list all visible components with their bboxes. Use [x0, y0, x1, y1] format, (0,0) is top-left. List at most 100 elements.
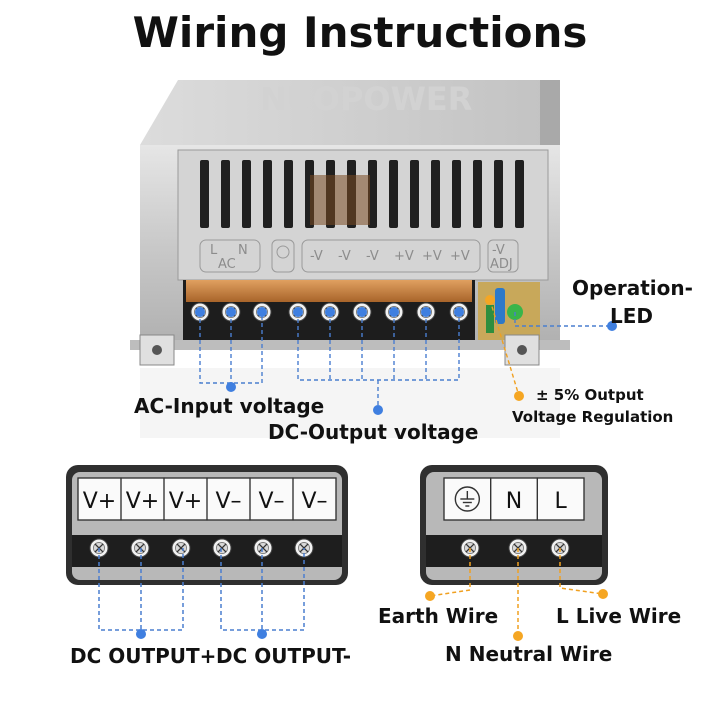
- dot-ac-label: [226, 382, 236, 392]
- dc-terminal-label: V+: [126, 489, 159, 514]
- dc-terminal-screw: [253, 538, 273, 558]
- vent-slot: [221, 160, 230, 228]
- dot-led-label: [607, 321, 617, 331]
- earth-wire-label: Earth Wire: [378, 604, 499, 628]
- foot-screw-left: [152, 345, 162, 355]
- silk-ground-icon: [276, 245, 290, 259]
- inner-coil: [310, 175, 370, 225]
- vent-slot: [452, 160, 461, 228]
- power-supply-unit: NUOPOWER L N AC -V -V -V +V +V +V -V ADJ: [130, 80, 570, 438]
- silk-dc-box: [301, 239, 481, 273]
- dc-plus-bracket: [98, 548, 184, 631]
- vent-slot: [410, 160, 419, 228]
- foot-screw-right: [517, 345, 527, 355]
- dot-dc-3: [357, 307, 367, 317]
- vent-slot: [515, 160, 524, 228]
- silk-n: N: [238, 243, 248, 258]
- dc-terminal-label: V+: [169, 489, 202, 514]
- dot-dc-5: [421, 307, 431, 317]
- dot-dc-1: [293, 307, 303, 317]
- dc-terminal-cells: V+ V+ V+ V– V– V–: [77, 477, 337, 521]
- vent-slot: [494, 160, 503, 228]
- silk-l: L: [210, 243, 218, 258]
- dot-ac-n: [226, 307, 236, 317]
- neutral-wire-label: N Neutral Wire: [445, 642, 613, 666]
- silk-dc-label: +V: [394, 249, 414, 264]
- dc-screws: [89, 538, 314, 558]
- page-title: Wiring Instructions: [132, 8, 588, 57]
- silk-ac-box: [199, 239, 261, 273]
- psu-base: [130, 340, 570, 350]
- psu-leader-dots: [195, 295, 617, 415]
- silk-adj-box: [487, 239, 519, 273]
- silk-adj-v: -V: [492, 243, 505, 258]
- vent-slot: [263, 160, 272, 228]
- vent-slot: [368, 160, 377, 228]
- terminal-copper-bar: [186, 280, 472, 302]
- regulation-leader: [489, 299, 520, 397]
- ac-terminal-label: N: [506, 489, 522, 514]
- dc-output-plus-label: DC OUTPUT+: [70, 644, 217, 668]
- dot-dc-6: [454, 307, 464, 317]
- dc-terminal-block: V+ V+ V+ V– V– V–: [66, 465, 348, 585]
- dc-terminal-label: V+: [83, 489, 116, 514]
- silk-dc-labels: -V -V -V +V +V +V: [310, 249, 470, 264]
- earth-wire-leader: [429, 548, 471, 597]
- silk-ac: AC: [218, 257, 236, 272]
- dot-neutral-label: [513, 631, 523, 641]
- ac-wire-lines: [429, 548, 604, 634]
- regulation-label-line2: Voltage Regulation: [512, 408, 674, 426]
- dot-dc-4: [389, 307, 399, 317]
- led-leader: [514, 312, 612, 327]
- vent-slot: [242, 160, 251, 228]
- dc-terminal-screw: [212, 538, 232, 558]
- dc-terminal-label: V–: [301, 489, 327, 514]
- dc-terminal-label: V–: [215, 489, 241, 514]
- dc-minus-bracket: [220, 548, 305, 631]
- psu-watermark: NUOPOWER: [260, 80, 472, 118]
- operation-led-label-line2: LED: [610, 304, 654, 328]
- dc-terminal-cell: [292, 477, 337, 521]
- dc-terminal-screw: [171, 538, 191, 558]
- vent-slot: [284, 160, 293, 228]
- silk-dc-label: -V: [338, 249, 351, 264]
- led-green-component: [486, 305, 494, 333]
- vent-slot: [473, 160, 482, 228]
- dc-terminal-screw: [130, 538, 150, 558]
- ac-input-label: AC-Input voltage: [134, 394, 325, 418]
- psu-top-face: [140, 80, 560, 145]
- regulation-label-line1: ± 5% Output: [536, 386, 644, 404]
- ground-icon: [454, 486, 481, 512]
- potentiometer: [495, 288, 505, 324]
- operation-led-label-line1: Operation-: [572, 276, 693, 300]
- dc-output-voltage-label: DC-Output voltage: [268, 420, 479, 444]
- dot-live-label: [598, 589, 608, 599]
- silk-adj: ADJ: [490, 257, 513, 272]
- ac-terminal-cell: [536, 477, 585, 521]
- dot-dc-plus-label: [136, 629, 146, 639]
- dot-ac-gnd: [257, 307, 267, 317]
- dot-dc-label: [373, 405, 383, 415]
- silk-dc-label: +V: [422, 249, 442, 264]
- dot-pot: [485, 295, 495, 305]
- dot-dc-2: [325, 307, 335, 317]
- dc-terminal-label: V–: [258, 489, 284, 514]
- vent-slot: [431, 160, 440, 228]
- dc-output-minus-label: DC OUTPUT-: [216, 644, 352, 668]
- silk-dc-label: -V: [366, 249, 379, 264]
- vent-slot: [200, 160, 209, 228]
- psu-vents: [200, 160, 524, 228]
- silk-ground-box: [271, 239, 295, 273]
- ac-terminal-label: L: [555, 489, 568, 514]
- dc-output-bracket: [297, 312, 460, 408]
- dot-dc-minus-label: [257, 629, 267, 639]
- silk-dc-label: -V: [310, 249, 323, 264]
- vent-slot: [389, 160, 398, 228]
- silk-dc-label: +V: [450, 249, 470, 264]
- live-wire-label: L Live Wire: [556, 604, 682, 628]
- dot-earth-label: [425, 591, 435, 601]
- dot-regulation-label: [514, 391, 524, 401]
